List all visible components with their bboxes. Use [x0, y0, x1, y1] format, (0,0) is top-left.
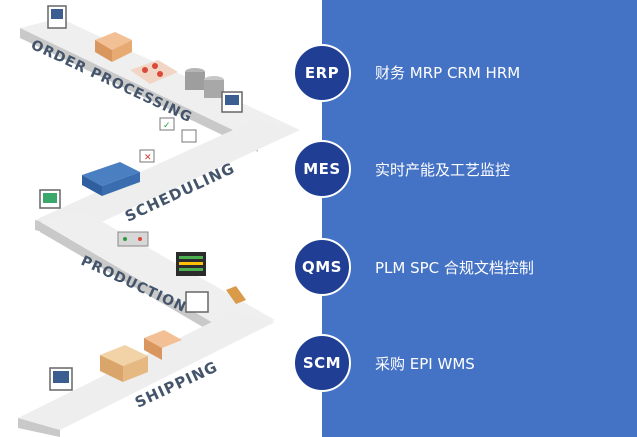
dashboard-screen-icon — [176, 252, 206, 276]
scm-description: 采购 EPI WMS — [375, 355, 475, 373]
erp-description: 财务 MRP CRM HRM — [375, 64, 521, 82]
drums-icon — [185, 68, 224, 98]
svg-text:✓: ✓ — [163, 121, 171, 131]
computer-icon-order-end — [221, 91, 243, 113]
boxes-icon-shipping — [100, 330, 182, 382]
qms-badge: QMS — [293, 238, 351, 296]
erp-badge: ERP — [293, 44, 351, 102]
mes-badge: MES — [293, 140, 351, 198]
parts-tray-icon — [130, 60, 178, 84]
equipment-icon-production — [185, 286, 246, 313]
conveyor-belt-3 — [40, 210, 275, 344]
computer-icon-shipping — [49, 367, 73, 391]
computer-icon-scheduling — [39, 189, 61, 209]
scm-badge: SCM — [293, 334, 351, 392]
panels-icon-production — [117, 231, 149, 247]
process-illustration: ORDER PROCESSING SCHEDULING PRODUCTION S… — [18, 5, 300, 437]
svg-text:✕: ✕ — [144, 153, 152, 163]
mes-description: 实时产能及工艺监控 — [375, 161, 511, 179]
boxes-icon-order — [95, 32, 132, 62]
system-panel — [322, 0, 637, 437]
computer-icon-order — [47, 5, 67, 29]
qms-description: PLM SPC 合规文档控制 — [375, 259, 534, 277]
machine-icon-scheduling — [82, 162, 140, 196]
monitors-icon-scheduling: ✕ ✓ — [139, 117, 197, 163]
